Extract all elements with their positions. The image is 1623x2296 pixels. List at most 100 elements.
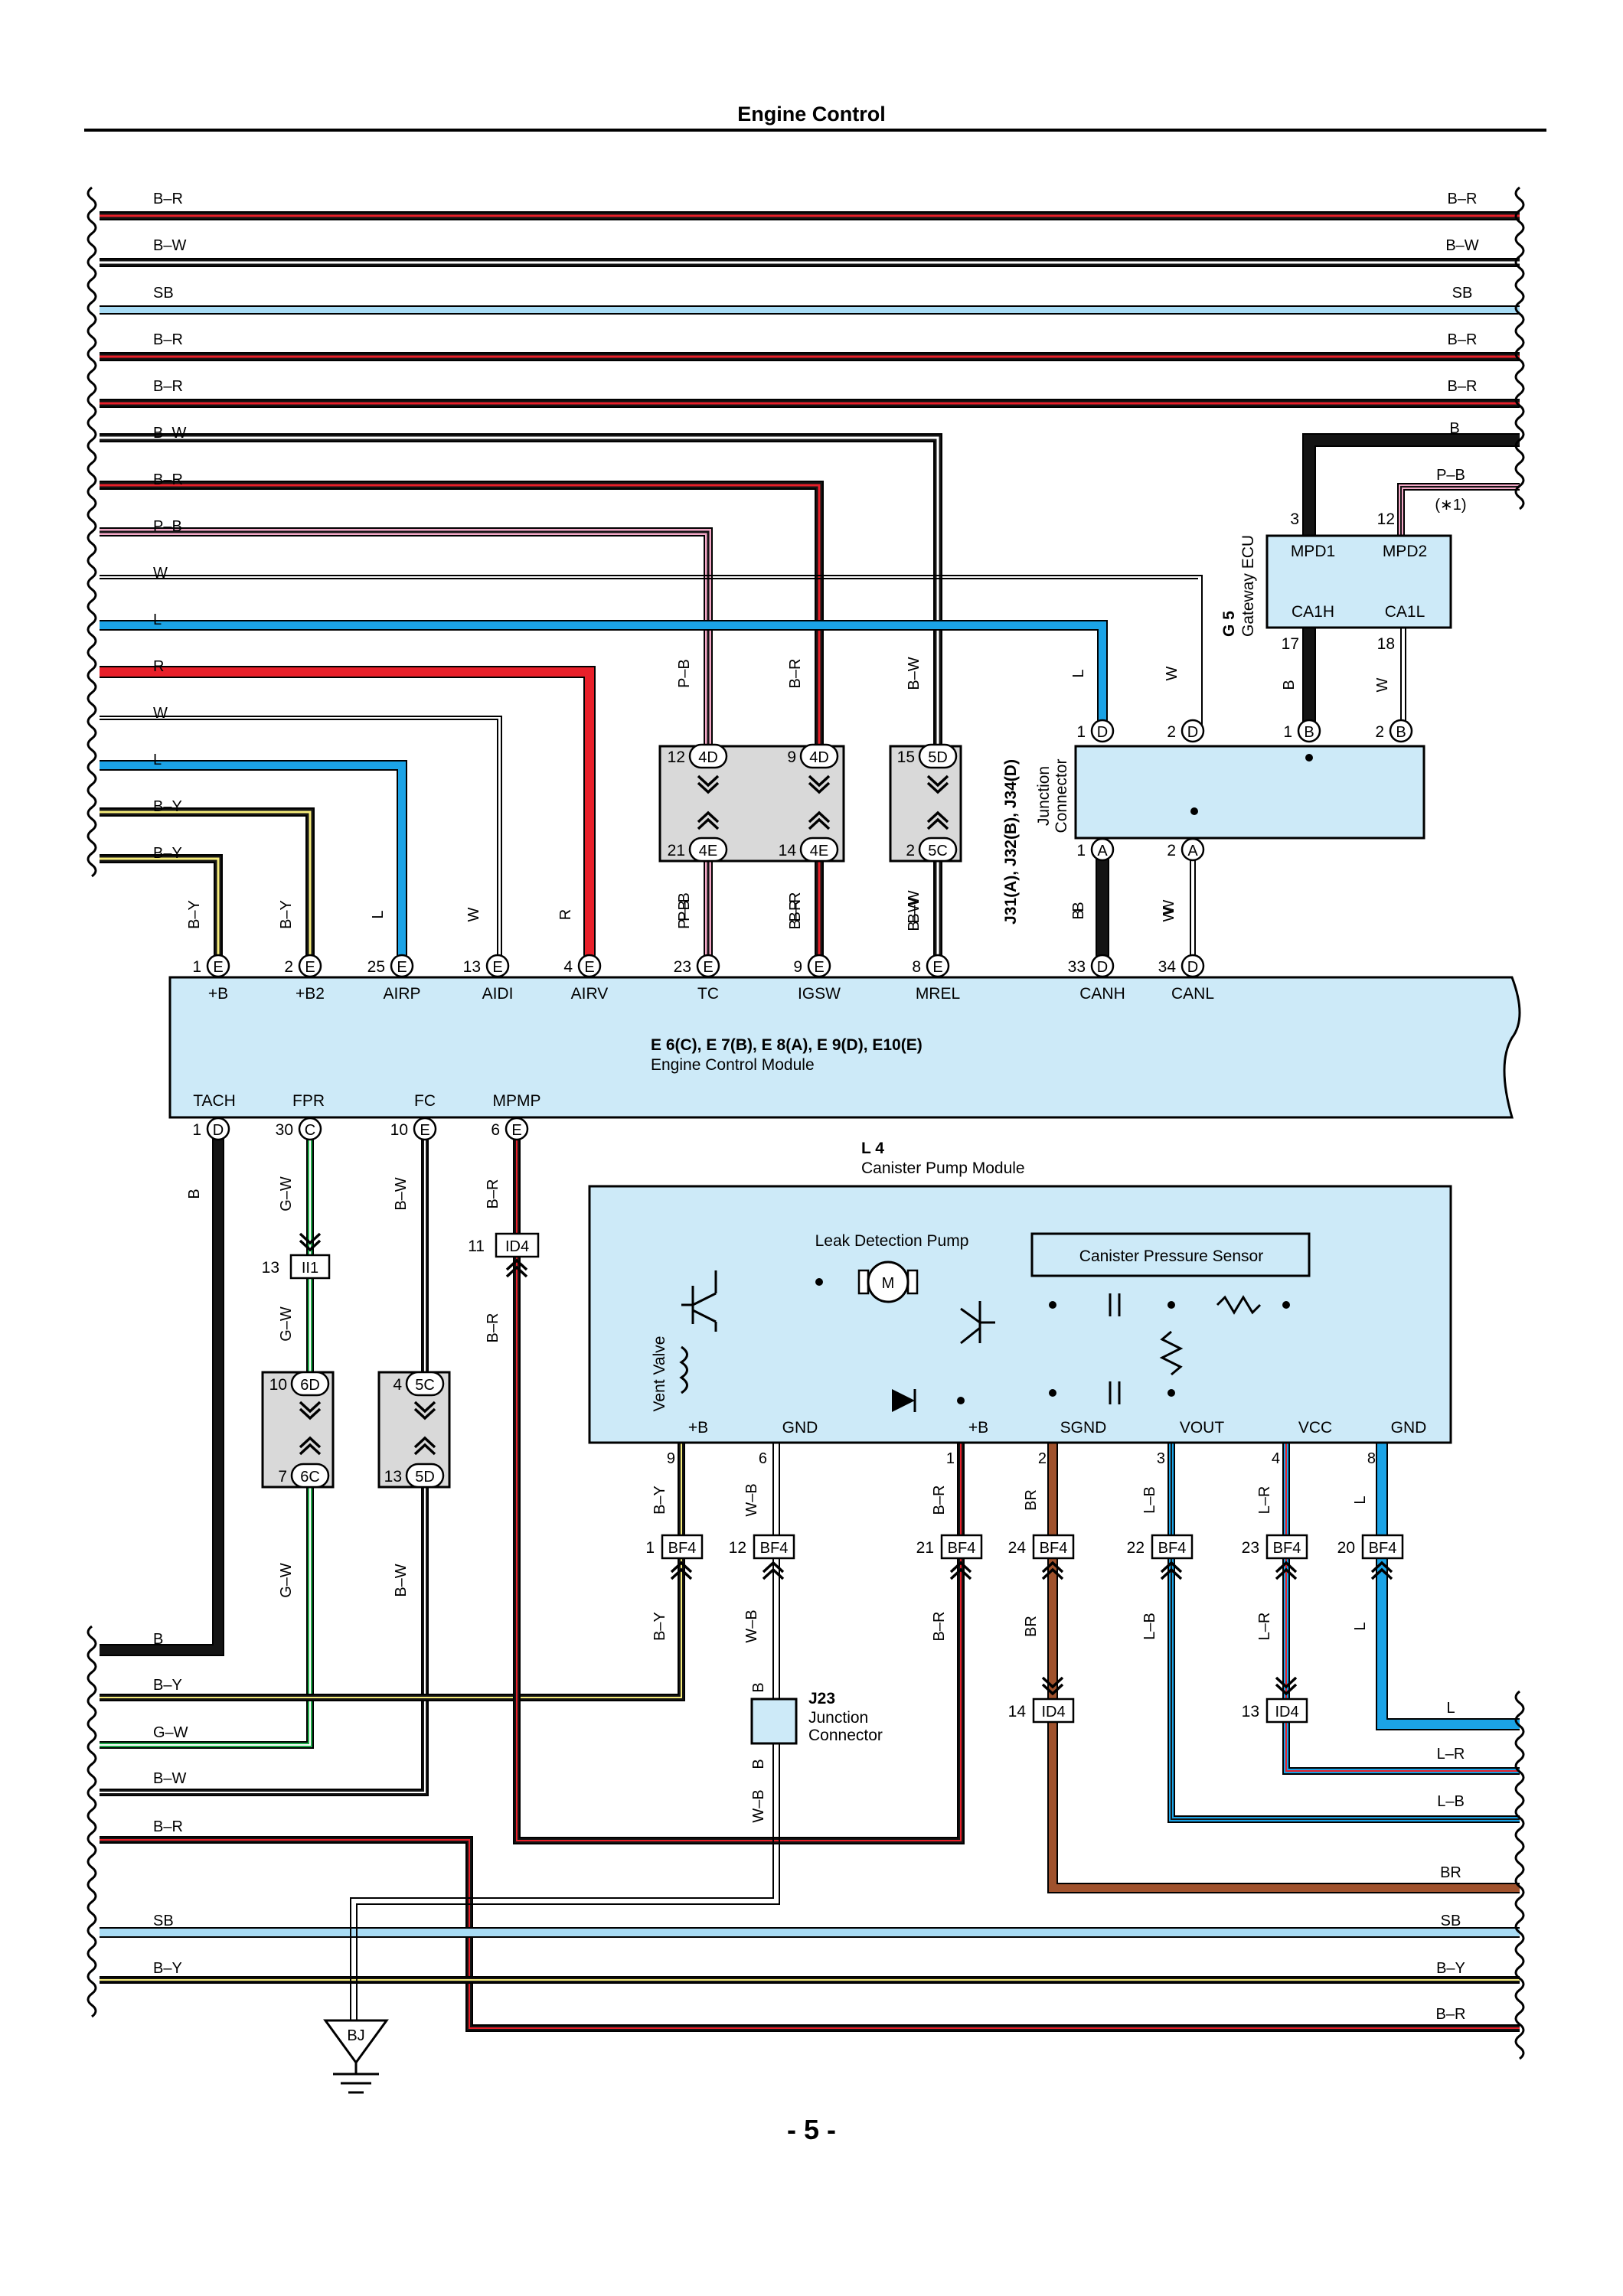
wire-fc-stripe (100, 1129, 426, 1793)
junction-pin-num: 2 (1167, 842, 1176, 859)
splice-label: 4E (699, 843, 717, 859)
j23-code: J23 (808, 1690, 835, 1707)
wire-aidi-2 (100, 719, 498, 968)
gateway-name: Gateway ECU (1239, 535, 1257, 637)
wire-l-gnd-fill (1377, 1443, 1520, 1729)
junction-code: J31(A), J32(B), J34(D) (1002, 759, 1020, 925)
connector-arrow (670, 1561, 693, 1580)
bus-label-right: B–R (1448, 378, 1478, 395)
connector-arrow (1370, 1561, 1393, 1580)
vent-valve-label: Vent Valve (651, 1336, 668, 1412)
ecm-pin-tach (206, 1117, 230, 1141)
wire-tach (100, 1129, 224, 1656)
wire-label: B–Y (186, 900, 203, 929)
bus-label-left: B–R (153, 331, 183, 348)
motor-icon (867, 1261, 909, 1303)
ecm-pin-num: 1 (192, 1121, 201, 1139)
bus-label-left: B–R (153, 378, 183, 395)
resistor-symbol (1216, 1295, 1262, 1315)
connector-id4-lr (1265, 1698, 1308, 1724)
ecm-pin-canl (1181, 954, 1205, 978)
bus-label-right-lower: L (1446, 1700, 1455, 1717)
canister-pump-box (588, 1185, 1452, 1444)
wire-airv-fill (100, 667, 594, 968)
ecm-pin-num: 25 (367, 958, 385, 976)
gateway-pin-num: 12 (1377, 510, 1395, 528)
ecm-pin-num: 33 (1068, 958, 1086, 976)
wire-vent-b-stripe (100, 1443, 682, 1698)
bus-label-left-lower: B–W (153, 1770, 186, 1787)
capacitor-symbol (1109, 1293, 1121, 1404)
canister-node (1049, 1389, 1056, 1397)
wire-label: L (1352, 1622, 1369, 1630)
wire-label: L (1352, 1495, 1369, 1504)
canister-code: L 4 (861, 1140, 884, 1157)
connector-label: BF4 (1273, 1540, 1301, 1557)
junction-pin (1090, 719, 1115, 743)
connector-label: ID4 (1041, 1704, 1065, 1720)
ecm-codes: E 6(C), E 7(B), E 8(A), E 9(D), E10(E) (651, 1036, 923, 1054)
wire-label: B–W (906, 657, 923, 690)
wires-layer (87, 186, 1525, 2060)
jc-node (1305, 754, 1313, 762)
pin-letter: E (305, 959, 315, 976)
pin-letter: E (213, 959, 223, 976)
connector-label: BF4 (668, 1540, 697, 1557)
junction-pin-num: 2 (1375, 723, 1384, 741)
motor-brush (857, 1269, 870, 1295)
wire-aidi (100, 716, 502, 968)
wire-airp-fill (100, 762, 406, 968)
connector-bf4 (1361, 1534, 1404, 1560)
junction-pin (1090, 837, 1115, 862)
junction-pin (1181, 837, 1205, 862)
wire-label: P–B (676, 659, 693, 688)
bus-label-left-lower: B–Y (153, 1677, 182, 1694)
ecm-pin-num: 2 (284, 958, 293, 976)
ecm-pin-num: 30 (276, 1121, 293, 1139)
connector-arrow (949, 1561, 972, 1580)
splice-label: 6D (300, 1377, 320, 1394)
wire-label: L–R (1256, 1613, 1273, 1641)
splice-arrow-down (697, 775, 720, 794)
wire-label: BR (1023, 1489, 1040, 1511)
ecm-pin-name: IGSW (798, 985, 841, 1003)
wire-label: B–R (787, 892, 804, 922)
resistor-symbol (1159, 1330, 1184, 1376)
ecm-pin-num: 23 (674, 958, 691, 976)
canister-pin-num: 4 (1272, 1450, 1280, 1467)
connector-num: 14 (1008, 1703, 1027, 1720)
ecm-pin-name: CANL (1171, 985, 1214, 1003)
ecm-pin-name: +B (208, 985, 228, 1003)
pin-letter: E (492, 959, 502, 976)
splice-label: 4D (698, 749, 718, 766)
ecm-pin-name: FPR (292, 1092, 325, 1110)
wire-fpr-stripe (100, 1129, 311, 1746)
wire-label: W–B (743, 1609, 760, 1642)
header-rule (84, 129, 1546, 132)
bus-label-left: B–R (153, 191, 183, 207)
splice-num: 13 (384, 1468, 402, 1486)
splice-top-4D (799, 743, 839, 769)
connector-num: 20 (1337, 1539, 1355, 1557)
splice-bot-4E (688, 837, 728, 863)
connector-num: 24 (1008, 1539, 1027, 1557)
ecm-pin-canh (1090, 954, 1115, 978)
splice-num: 14 (779, 842, 797, 859)
page-title: Engine Control (737, 103, 886, 126)
ecm-pin-igsw (807, 954, 831, 978)
ecm-box (168, 976, 1521, 1119)
splice-num: 9 (787, 748, 796, 766)
ecm-pin-+b (206, 954, 230, 978)
wire-label: B–R (485, 1313, 501, 1343)
canister-pin-num: 1 (946, 1450, 955, 1467)
wire-label: L (1070, 669, 1087, 677)
junction-pin-num: 1 (1076, 842, 1086, 859)
ecm-pin-tc (696, 954, 720, 978)
splice-bot-5D (405, 1463, 445, 1489)
splice-arrow-up (926, 810, 949, 830)
connector-label: ID4 (505, 1238, 529, 1255)
splice-arrow-down (413, 1401, 436, 1420)
jc-node (1190, 807, 1198, 815)
splice-arrow-down (808, 775, 831, 794)
vent-valve-coil (679, 1345, 688, 1394)
